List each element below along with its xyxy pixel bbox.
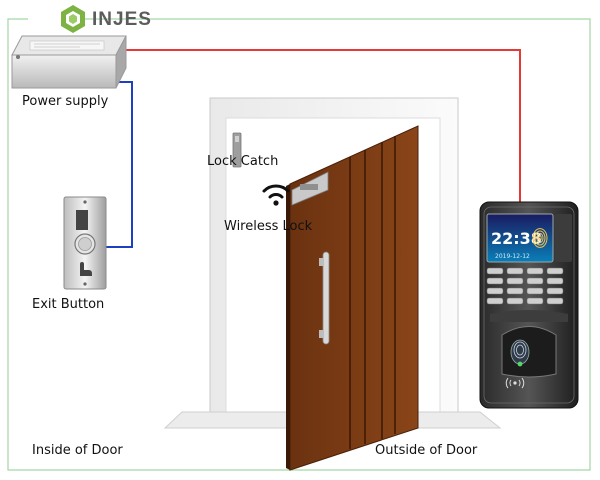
blue-wire xyxy=(105,81,133,248)
door-exit-icon xyxy=(76,210,88,230)
power-supply-box xyxy=(11,35,127,89)
fingerprint-screen-icon xyxy=(532,228,548,248)
hand-press-icon xyxy=(80,262,92,276)
door-leaf xyxy=(286,125,419,471)
lock-catch xyxy=(232,132,242,168)
outside-of-door-label: Outside of Door xyxy=(375,443,478,458)
access-control-terminal: 22:38 2019-12-12 xyxy=(479,201,579,409)
wifi-signal-icon xyxy=(262,184,290,206)
inside-of-door-label: Inside of Door xyxy=(32,443,123,458)
red-wire xyxy=(125,49,521,205)
injes-logo-icon xyxy=(61,5,85,33)
device-time: 22:38 xyxy=(491,229,542,248)
rfid-card-icon xyxy=(505,377,525,389)
exit-button-label: Exit Button xyxy=(32,297,105,312)
device-date: 2019-12-12 xyxy=(495,253,530,260)
brand-name: INJES xyxy=(92,9,152,30)
page-frame xyxy=(7,18,591,471)
power-supply-label: Power supply xyxy=(22,94,109,109)
wireless-lock-body xyxy=(291,171,329,206)
door-handle xyxy=(319,251,330,345)
fingerprint-sensor-icon xyxy=(510,339,530,367)
exit-button-plate xyxy=(63,196,107,290)
lock-catch-label: Lock Catch xyxy=(207,154,279,169)
keypad xyxy=(486,267,564,305)
wireless-lock-label: Wireless Lock xyxy=(224,219,313,234)
